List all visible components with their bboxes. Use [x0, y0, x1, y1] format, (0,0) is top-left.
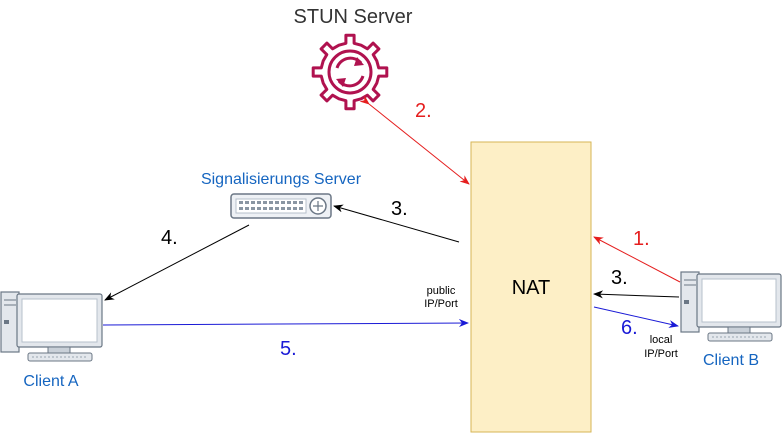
signaling-server-label: Signalisierungs Server — [201, 171, 362, 188]
switch-port — [245, 201, 249, 204]
switch-port — [293, 207, 297, 210]
nat-label: NAT — [512, 277, 551, 299]
public-ip-label-line2: IP/Port — [424, 298, 458, 310]
switch-port — [269, 207, 273, 210]
desktop-computer-icon — [680, 271, 782, 342]
switch-port — [275, 207, 279, 210]
switch-port — [299, 207, 303, 210]
step-6-label: 6. — [621, 317, 638, 339]
nat-box — [470, 141, 592, 433]
local-ip-label-line2: IP/Port — [644, 348, 678, 360]
local-ip-label-line1: local — [650, 334, 673, 346]
stun-server-label: STUN Server — [294, 6, 413, 28]
switch-port — [263, 207, 267, 210]
desktop-computer-icon — [0, 291, 103, 362]
arrow-step-3-signal — [333, 204, 460, 243]
switch-port — [281, 201, 285, 204]
step-4-label: 4. — [161, 227, 178, 249]
step-3-nat-label: 3. — [611, 267, 628, 289]
switch-port — [275, 201, 279, 204]
switch-port — [239, 201, 243, 204]
switch-port — [251, 201, 255, 204]
arrow-step-1 — [593, 236, 681, 283]
switch-port — [293, 201, 297, 204]
client-b-label: Client B — [703, 352, 759, 369]
switch-port — [257, 201, 261, 204]
switch-port — [269, 201, 273, 204]
switch-port — [263, 201, 267, 204]
client-a-label: Client A — [23, 373, 78, 390]
gear-sync-icon — [311, 33, 389, 111]
switch-port — [281, 207, 285, 210]
public-ip-label-line1: public — [427, 285, 456, 297]
step-5-label: 5. — [280, 338, 297, 360]
arrow-step-3-nat — [593, 290, 680, 299]
client-a-computer — [0, 291, 103, 362]
switch-port — [239, 207, 243, 210]
arrow-step-5 — [102, 319, 469, 328]
arrow-step-4 — [104, 224, 250, 301]
step-1-label: 1. — [633, 228, 650, 250]
arrow-step-6 — [593, 306, 679, 328]
switch-port — [257, 207, 261, 210]
network-switch-icon — [230, 193, 332, 219]
switch-port — [287, 201, 291, 204]
step-3-signal-label: 3. — [391, 198, 408, 220]
switch-port — [245, 207, 249, 210]
switch-port — [251, 207, 255, 210]
switch-port — [299, 201, 303, 204]
client-b-computer — [680, 271, 782, 342]
arrow-step-2 — [359, 95, 470, 185]
switch-port — [287, 207, 291, 210]
step-2-label: 2. — [415, 100, 432, 122]
